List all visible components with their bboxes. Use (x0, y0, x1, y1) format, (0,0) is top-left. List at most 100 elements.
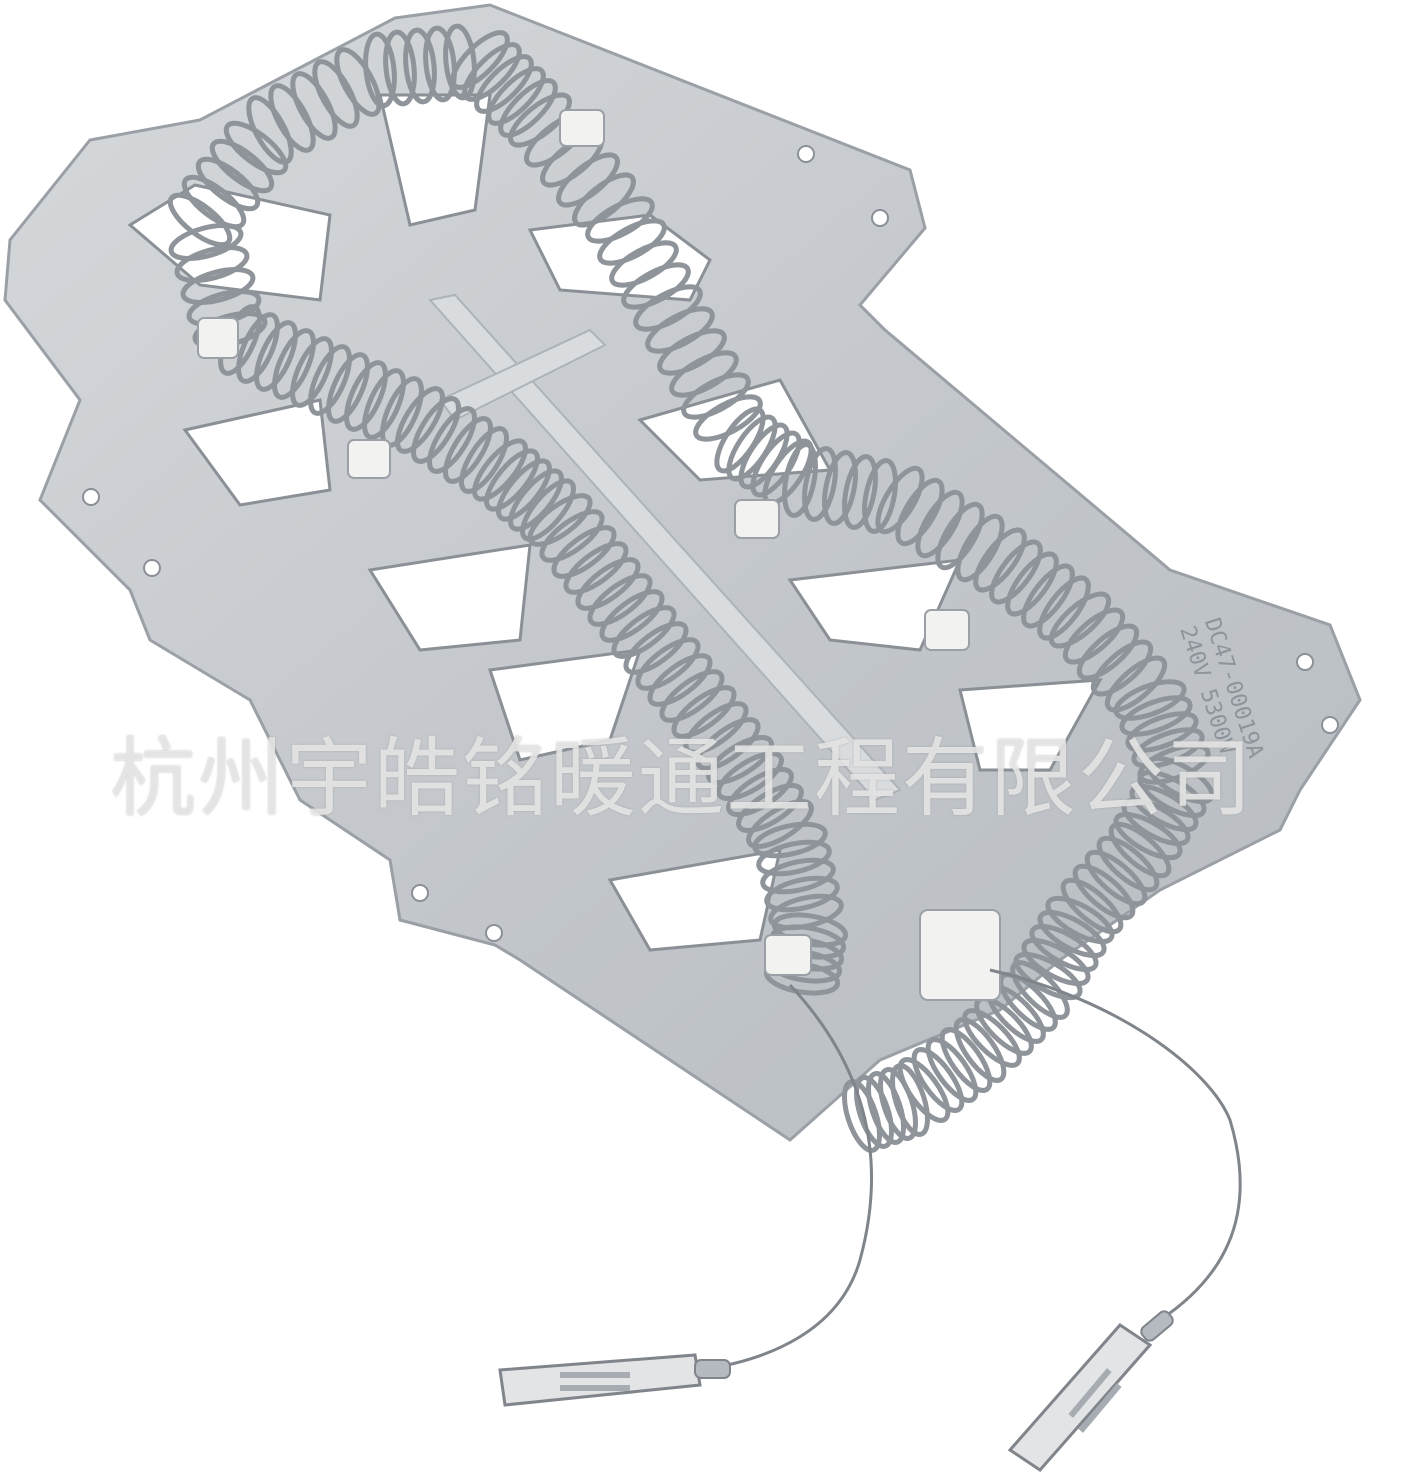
ceramic-insulators (197, 109, 1001, 1001)
coil-loop (998, 972, 1058, 1032)
coil-loop (925, 1037, 979, 1103)
coil-loop (1121, 797, 1191, 847)
coil-loop (1021, 563, 1075, 629)
coil-loop (695, 717, 761, 771)
coil-loop (575, 557, 641, 611)
coil-loop (746, 799, 814, 849)
coil-loop (1137, 769, 1207, 819)
coil-loop (508, 468, 564, 532)
coil-loop (683, 701, 749, 755)
coil-loop (895, 477, 945, 547)
coil-loop (1005, 551, 1059, 617)
coil-loop (962, 1008, 1022, 1068)
coil-loop (597, 218, 667, 266)
coil-loop (290, 336, 334, 408)
coil-loop (782, 442, 818, 518)
coil-loop (609, 240, 679, 288)
coil-loop (326, 352, 370, 424)
coil-loop (659, 669, 725, 723)
coil-loop (195, 156, 261, 212)
coil-loop (953, 1017, 1007, 1083)
coil-loop (167, 192, 233, 248)
coil-loop (459, 426, 509, 494)
coil-loop (716, 751, 784, 801)
coil-loop (180, 266, 256, 306)
coil-loop (1113, 679, 1187, 721)
coil-loop (585, 196, 655, 244)
coil-loop (1129, 783, 1199, 833)
coil-loop (726, 767, 794, 817)
coil-loop (498, 78, 558, 138)
coil-loop (1119, 695, 1193, 737)
coil-loop (1010, 960, 1070, 1020)
coil-loop (427, 406, 477, 474)
coil-loop (486, 66, 546, 126)
coil-loop (760, 857, 836, 895)
coil-loop (223, 120, 289, 176)
coil-loop (308, 344, 352, 416)
coil-loop (599, 589, 665, 643)
coil-loop (1045, 895, 1115, 945)
coil-loop (403, 27, 437, 105)
coil-loop (1090, 639, 1154, 697)
coil-loop (822, 450, 858, 526)
coil-loop (633, 284, 703, 332)
coil-loop (472, 438, 528, 502)
coil-loop (423, 25, 457, 103)
coil-loop (623, 621, 689, 675)
coil-loop (1072, 863, 1136, 921)
coil-loop (484, 448, 540, 512)
coil-loop (209, 138, 275, 194)
coil-loop (383, 29, 417, 107)
coil-loop (168, 222, 244, 262)
coil-loop (878, 1067, 918, 1141)
coil-loop (611, 605, 677, 659)
coil-loop (866, 1071, 906, 1145)
coil-loop (236, 312, 280, 384)
coil-loop (764, 875, 840, 913)
coil-loop (474, 54, 534, 114)
coil-loop (1145, 755, 1215, 805)
lead-wires (699, 968, 1242, 1372)
coil-loop (290, 71, 338, 141)
coil-loop (1060, 877, 1124, 935)
coil-loop (254, 320, 298, 392)
coil-loop (756, 839, 832, 877)
coil-loop (1021, 937, 1091, 987)
coil-loop (411, 396, 461, 464)
coil-loop (1048, 591, 1112, 649)
coil-loop (973, 527, 1027, 593)
coil-loop (312, 59, 360, 129)
coil-loop (955, 513, 1005, 583)
heating-coils (167, 23, 1215, 1153)
coil-loop (1113, 811, 1183, 861)
coil-loop (939, 1027, 993, 1093)
coil-loop (842, 454, 878, 530)
terminal-right (1007, 1310, 1174, 1472)
coil-loop (462, 42, 522, 102)
coil-loop (1062, 607, 1126, 665)
coil-loop (174, 244, 250, 284)
coil-loop (1096, 835, 1160, 893)
coil-loop (395, 386, 445, 454)
coil-loop (645, 306, 715, 354)
coil-loop (621, 262, 691, 310)
coil-loop (911, 1047, 965, 1113)
coil-loop (989, 539, 1043, 605)
coil-loop (539, 509, 605, 563)
coil-loop (1125, 711, 1199, 753)
coil-loop (657, 328, 727, 376)
coil-loop (1084, 849, 1148, 907)
coil-loop (842, 1079, 882, 1153)
coil-loop (268, 83, 316, 153)
coil-loop (334, 47, 382, 117)
coil-loop (681, 372, 751, 420)
coil-loop (1013, 951, 1083, 1001)
coil-loop (1037, 909, 1107, 959)
coil-loop (706, 735, 774, 785)
coil-loop (935, 501, 985, 571)
coil-loop (363, 31, 397, 109)
coil-loop (890, 1063, 930, 1137)
terminal-left (498, 1353, 731, 1407)
coil-loop (915, 489, 965, 559)
